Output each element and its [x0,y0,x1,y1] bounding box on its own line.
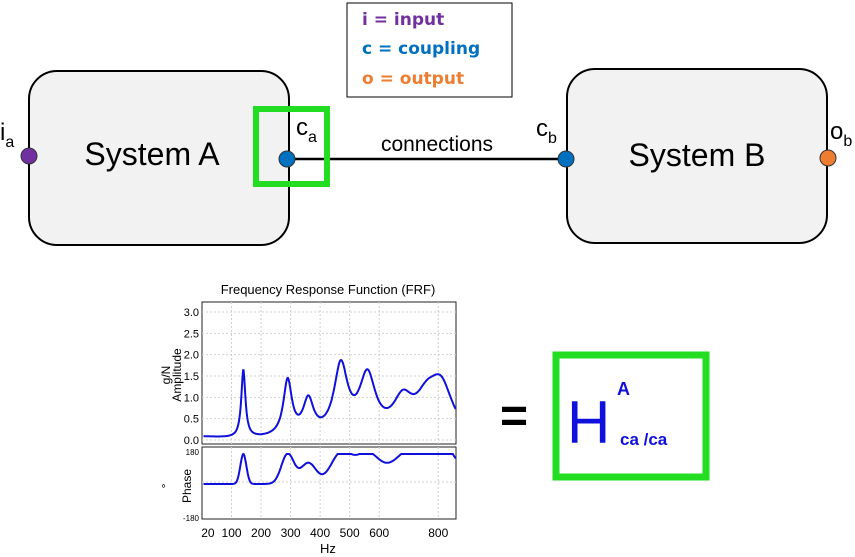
ob-sub: b [843,133,852,150]
result-term: H A ca /ca [552,351,710,481]
result-subscript: ca /ca [620,430,668,449]
connection-label: connections [381,133,493,156]
ca-sub: a [308,129,317,146]
ia-main: i [0,119,5,146]
phase-ticks: 180 -180 [183,448,200,523]
result-superscript: A [617,379,630,399]
amplitude-tick-label: 1.5 [184,371,199,383]
phase-ylabel-unit: ° [159,483,173,488]
legend-box [346,2,513,98]
x-tick-label: 20 [201,526,215,540]
amplitude-tick-label: 3.0 [184,307,199,319]
x-tick-label: 600 [369,526,389,540]
output-port-b-label: ob [830,118,852,150]
legend-input: i = input [362,10,444,30]
amplitude-series-line [203,358,457,438]
x-axis-label: Hz [320,541,336,556]
x-tick-label: 300 [281,526,301,540]
x-tick-label: 400 [310,526,330,540]
amplitude-tick-label: 2.0 [184,350,199,362]
system-b-label: System B [629,137,766,173]
coupling-port-b-label: cb [536,115,557,147]
ob-main: o [830,118,843,145]
system-a-label: System A [84,136,220,172]
legend-output: o = output [362,69,464,89]
frf-chart: Frequency Response Function (FRF) 3.0 2.5… [159,282,457,556]
result-highlight-box [552,351,710,481]
x-tick-label: 200 [251,526,271,540]
amplitude-ticks: 3.0 2.5 2.0 1.5 1.0 0.5 0.0 [184,307,199,447]
cb-sub: b [548,130,557,147]
amplitude-tick-label: 0.0 [184,435,199,447]
ia-sub: a [5,134,14,151]
legend-coupling: c = coupling [362,39,480,59]
amplitude-tick-label: 0.5 [184,414,199,426]
x-tick-label: 100 [222,526,242,540]
coupling-port-b [557,150,575,168]
coupling-highlight [253,106,330,187]
cb-main: c [536,115,548,142]
equals-sign: = [500,390,528,443]
amplitude-panel [201,301,457,445]
system-b: System B [566,68,828,244]
output-port-b [819,149,837,167]
x-ticks: 20 100 200 300 400 500 600 800 [201,526,448,540]
ca-main: c [296,114,308,141]
phase-series-line [203,453,457,485]
amplitude-tick-label: 2.5 [184,328,199,340]
coupling-port-a-label: ca [296,114,317,146]
amplitude-ylabel-unit: g/N [159,366,173,385]
x-tick-label: 800 [428,526,448,540]
coupling-port-a [278,150,296,168]
phase-ylabel: Phase [180,469,194,503]
system-a: System A [28,70,290,246]
amplitude-tick-label: 1.0 [184,392,199,404]
input-port-a [20,147,38,165]
phase-tick-label: 180 [186,448,200,457]
phase-tick-label: -180 [183,514,200,523]
frf-title: Frequency Response Function (FRF) [221,282,436,297]
result-h: H [567,389,610,456]
phase-panel [201,446,457,520]
legend: i = input c = coupling o = output [346,2,513,98]
x-tick-label: 500 [340,526,360,540]
input-port-a-label: ia [0,119,14,151]
amplitude-ylabel: Amplitude [170,348,184,402]
